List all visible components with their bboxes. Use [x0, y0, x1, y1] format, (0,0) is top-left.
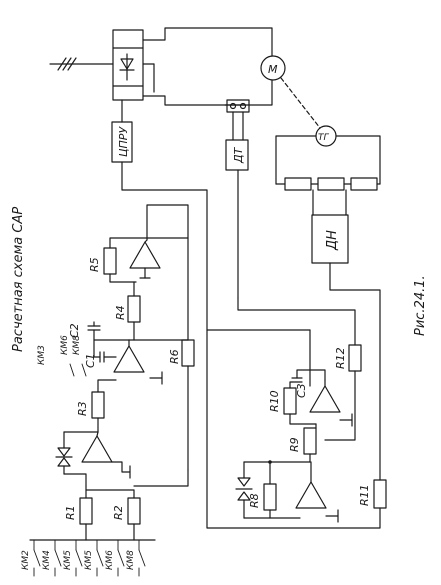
tachogenerator: ТГ — [275, 125, 381, 185]
dn-label: ДН — [325, 230, 340, 251]
opamp-5 — [295, 481, 327, 509]
c3-label: C3 — [295, 383, 308, 398]
tachogen-label: ТГ — [318, 133, 329, 143]
opamp-2 — [113, 345, 145, 373]
contact-switches — [33, 539, 146, 577]
opamp-1 — [129, 241, 161, 269]
voltage-sensor-dn: ДН — [311, 214, 381, 481]
rectifier-diode-icon — [119, 53, 135, 81]
zener-diode-2-icon — [235, 461, 253, 519]
km5a-label: КМ5 — [63, 550, 73, 570]
r8-label: R8 — [248, 493, 261, 508]
km6a-label: КМ6 — [60, 335, 70, 355]
km6b-label: КМ6 — [105, 550, 115, 570]
armature-circuit — [142, 27, 273, 106]
three-phase-supply-icon — [57, 57, 77, 71]
r3-label: R3 — [76, 401, 89, 416]
opamp-4 — [309, 385, 341, 413]
c2-label: C2 — [68, 323, 81, 338]
zener-diode-icon — [55, 431, 73, 475]
c1-label: C1 — [84, 353, 97, 368]
current-sensor-dt: ДТ — [225, 139, 356, 346]
km8b-label: КМ8 — [126, 550, 136, 570]
dt-label: ДТ — [232, 146, 245, 164]
km5b-label: КМ5 — [84, 550, 94, 570]
r6-label: R6 — [168, 349, 181, 364]
current-regulator: C3 R10 R12 R9 R8 — [206, 329, 387, 529]
current-shunt — [226, 99, 250, 141]
motor: М — [260, 55, 286, 81]
mechanical-shaft — [280, 77, 321, 129]
diagram-title: Расчетная схема САР — [11, 207, 26, 352]
r4-label: R4 — [114, 305, 127, 320]
r5-label: R5 — [88, 257, 101, 272]
km3-label: КМ3 — [37, 345, 47, 365]
km2-label: КМ2 — [21, 550, 31, 570]
input-network: R1 R2 КМ2 — [21, 469, 189, 577]
motor-label: М — [268, 63, 278, 76]
r9-label: R9 — [288, 437, 301, 452]
power-converter — [49, 29, 155, 101]
figure-caption: Рис.24.1. — [413, 275, 428, 336]
r2-label: R2 — [112, 505, 125, 520]
r10-label: R10 — [268, 390, 281, 412]
voltage-divider — [275, 177, 381, 216]
r1-label: R1 — [64, 505, 77, 520]
upru-label: ЦПРУ — [117, 126, 130, 157]
speed-regulator: R5 R4 C2 C1 КМ6 КМ8 КМ3 R6 — [37, 204, 195, 487]
pulse-phase-control-unit: ЦПРУ — [111, 99, 311, 331]
km8a-label: КМ8 — [72, 335, 82, 355]
opamp-3 — [81, 435, 113, 463]
r12-label: R12 — [334, 347, 347, 369]
km4-label: КМ4 — [42, 550, 52, 570]
r11-label: R11 — [358, 484, 371, 506]
